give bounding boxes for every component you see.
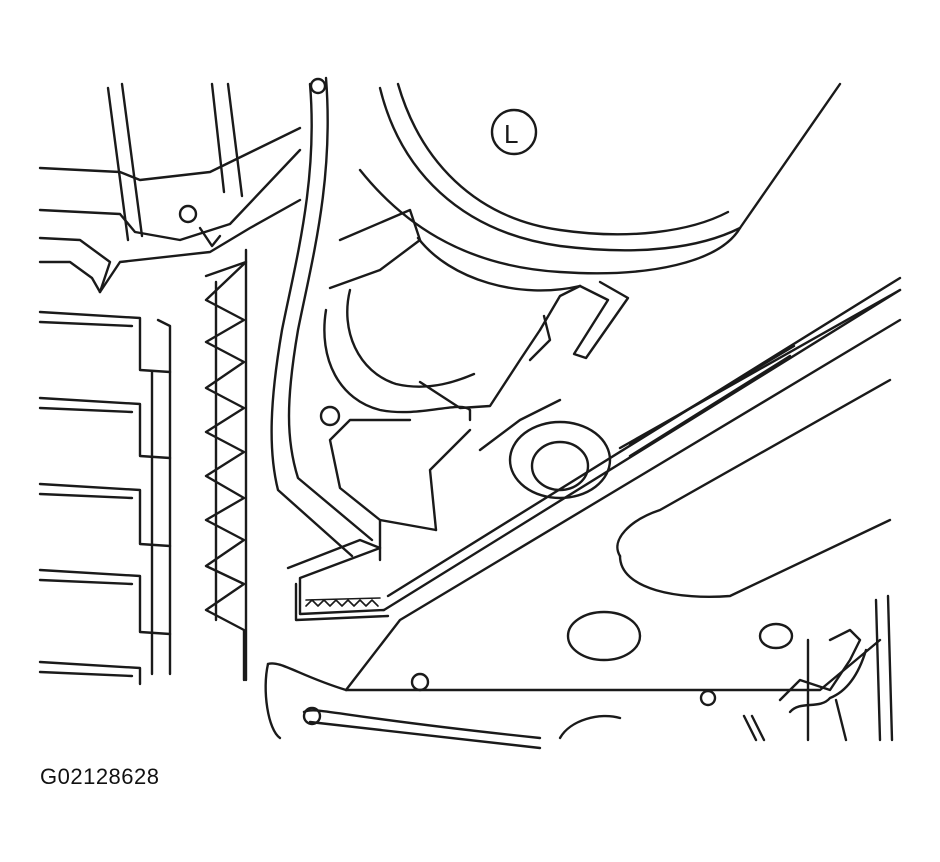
coolant-tube	[270, 76, 374, 558]
inner-ribs	[378, 280, 630, 532]
figure-id: G02128628	[40, 764, 160, 789]
zigzag-fin-strip	[204, 248, 248, 682]
lower-casting	[264, 662, 766, 750]
lower-right-bracket	[778, 594, 894, 742]
callout-circle	[490, 108, 538, 156]
callout-label: L	[504, 119, 518, 149]
diagonal-base-plate	[344, 276, 902, 707]
retaining-clip	[286, 538, 390, 622]
left-stacked-plates	[38, 310, 172, 686]
engine-component-line-drawing: L	[38, 76, 902, 750]
upper-left-bracket	[38, 126, 302, 294]
mid-bracket	[319, 208, 582, 562]
upper-housing: L	[358, 82, 842, 275]
vertical-rods	[106, 82, 244, 242]
